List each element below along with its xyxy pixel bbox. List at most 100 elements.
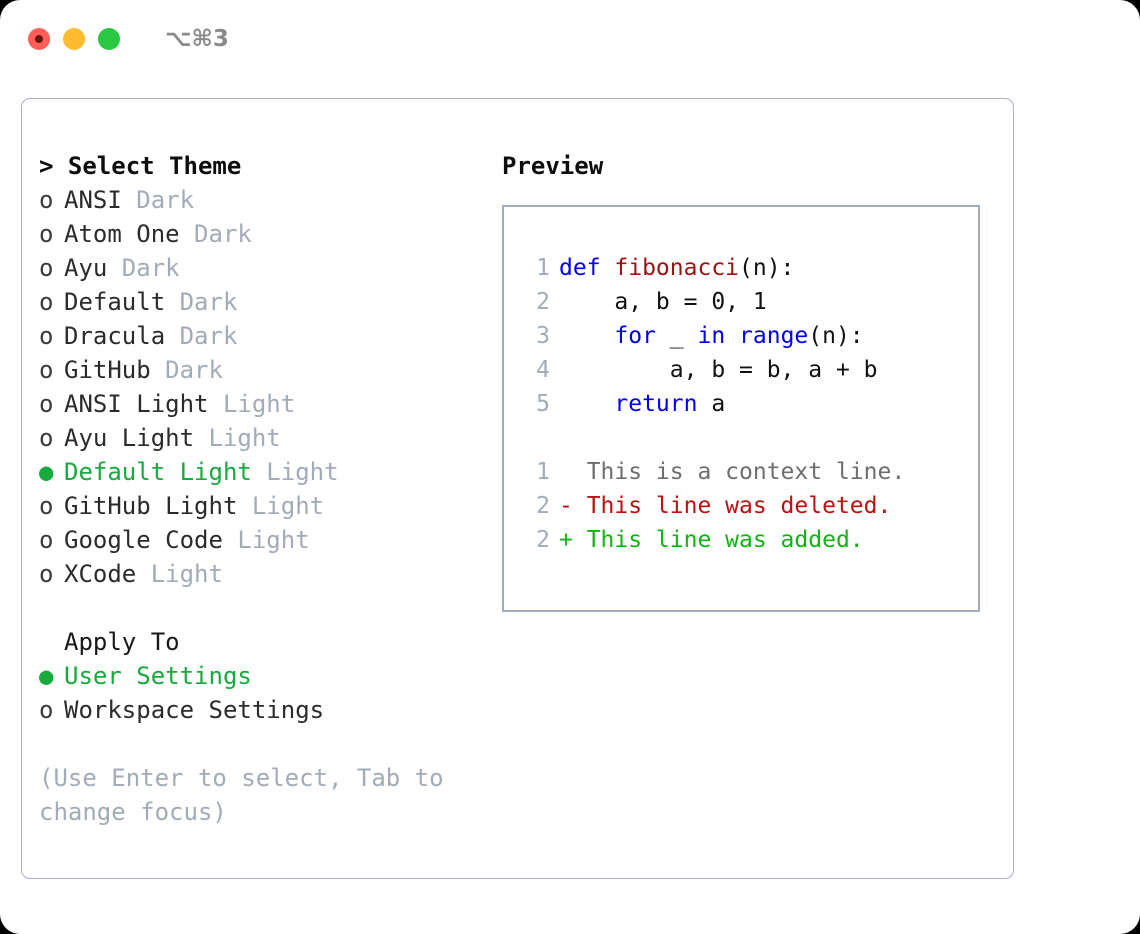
minimize-button[interactable] — [63, 28, 85, 50]
apply-to-label: User Settings — [64, 662, 252, 690]
theme-list-item[interactable]: o Ayu Light Light — [39, 421, 502, 455]
theme-variant-label: Light — [251, 458, 339, 486]
theme-list-item[interactable]: o ANSI Light Light — [39, 387, 502, 421]
code-token-kw: def — [559, 255, 615, 281]
theme-name-label: Ayu — [64, 254, 108, 282]
theme-variant-label: Dark — [107, 254, 180, 282]
radio-unselected-icon: o — [39, 356, 68, 384]
spacer — [39, 591, 502, 625]
theme-variant-label: Light — [208, 390, 296, 418]
code-line: 1 def fibonacci(n): — [504, 251, 978, 285]
theme-name-label: Ayu Light — [64, 424, 195, 452]
theme-name-label: Default — [64, 288, 166, 316]
code-line: 3 for _ in range(n): — [504, 319, 978, 353]
theme-name-label: Google Code — [64, 526, 223, 554]
theme-list-item[interactable]: o Ayu Dark — [39, 251, 502, 285]
diff-line: 2+ This line was added. — [504, 523, 978, 557]
titlebar-shortcut-label: ⌥⌘3 — [165, 26, 229, 52]
theme-list-item[interactable]: o Atom One Dark — [39, 217, 502, 251]
radio-unselected-icon: o — [39, 424, 68, 452]
theme-name-label: GitHub Light — [64, 492, 238, 520]
diff-text-add: + This line was added. — [559, 527, 864, 553]
theme-variant-label: Dark — [165, 288, 238, 316]
spacer — [504, 421, 978, 455]
radio-selected-icon: ● — [39, 458, 68, 486]
code-line: 5 return a — [504, 387, 978, 421]
traffic-light-buttons — [28, 28, 120, 50]
theme-variant-label: Light — [222, 526, 310, 554]
radio-unselected-icon: o — [39, 390, 68, 418]
code-token-plain: (n): — [808, 323, 864, 349]
titlebar: ⌥⌘3 — [0, 0, 1140, 78]
code-token-plain — [559, 391, 614, 417]
radio-unselected-icon: o — [39, 220, 68, 248]
code-token-kw: in range — [697, 323, 809, 349]
line-number: 2 — [536, 493, 550, 519]
apply-to-item[interactable]: ● User Settings — [39, 659, 502, 693]
theme-variant-label: Light — [194, 424, 281, 452]
code-token-plain: _ — [655, 323, 698, 349]
spacer — [39, 727, 502, 761]
close-button[interactable] — [28, 28, 50, 50]
theme-list-item[interactable]: o Google Code Light — [39, 523, 502, 557]
line-number: 1 — [536, 459, 550, 485]
code-token-kw: for — [614, 323, 656, 349]
diff-sample: 1 This is a context line. 2 - This line wa… — [504, 455, 978, 557]
maximize-button[interactable] — [98, 28, 120, 50]
theme-list-item[interactable]: o Dracula Dark — [39, 319, 502, 353]
theme-list-item[interactable]: o GitHub Dark — [39, 353, 502, 387]
radio-unselected-icon: o — [39, 526, 68, 554]
theme-variant-label: Dark — [121, 186, 195, 214]
preview-heading: Preview — [502, 152, 604, 180]
code-token-plain: a, b = 0, 1 — [559, 289, 767, 315]
theme-list-item[interactable]: ● Default Light Light — [39, 455, 502, 489]
theme-name-label: ANSI Light — [64, 390, 209, 418]
line-number: 5 — [536, 391, 550, 417]
radio-selected-icon: ● — [39, 662, 68, 690]
line-number: 1 — [536, 255, 550, 281]
code-line: 4 a, b = b, a + b — [504, 353, 978, 387]
theme-name-label: Atom One — [64, 220, 180, 248]
theme-name-label: Default Light — [64, 458, 252, 486]
theme-name-label: Dracula — [64, 322, 166, 350]
theme-list-heading: > Select Theme — [39, 152, 242, 180]
diff-text-del: - This line was deleted. — [559, 493, 892, 519]
theme-variant-label: Dark — [179, 220, 252, 248]
theme-list-item[interactable]: o ANSI Dark — [39, 183, 502, 217]
theme-list-item[interactable]: o XCode Light — [39, 557, 502, 591]
radio-unselected-icon: o — [39, 254, 68, 282]
theme-name-label: XCode — [64, 560, 137, 588]
code-token-plain — [559, 323, 614, 349]
apply-to-item[interactable]: o Workspace Settings — [39, 693, 502, 727]
theme-variant-label: Dark — [165, 322, 238, 350]
theme-variant-label: Light — [136, 560, 223, 588]
theme-variant-label: Light — [237, 492, 325, 520]
keyboard-hint: (Use Enter to select, Tab to change focu… — [39, 764, 444, 826]
code-token-plain: a — [697, 391, 726, 417]
theme-list-item[interactable]: o Default Dark — [39, 285, 502, 319]
line-number: 4 — [536, 357, 550, 383]
radio-unselected-icon: o — [39, 186, 68, 214]
line-number: 3 — [536, 323, 550, 349]
radio-unselected-icon: o — [39, 560, 68, 588]
theme-name-label: GitHub — [64, 356, 151, 384]
code-token-plain: (n): — [739, 255, 795, 281]
theme-list-item[interactable]: o GitHub Light Light — [39, 489, 502, 523]
code-token-plain: a, b = b, a + b — [559, 357, 878, 383]
code-token-fn: fibonacci — [614, 255, 740, 281]
code-line: 2 a, b = 0, 1 — [504, 285, 978, 319]
theme-name-label: ANSI — [64, 186, 122, 214]
diff-line: 1 This is a context line. — [504, 455, 978, 489]
line-number: 2 — [536, 289, 550, 315]
code-token-kw: return — [614, 391, 698, 417]
theme-variant-label: Dark — [150, 356, 223, 384]
radio-unselected-icon: o — [39, 288, 68, 316]
radio-unselected-icon: o — [39, 696, 68, 724]
